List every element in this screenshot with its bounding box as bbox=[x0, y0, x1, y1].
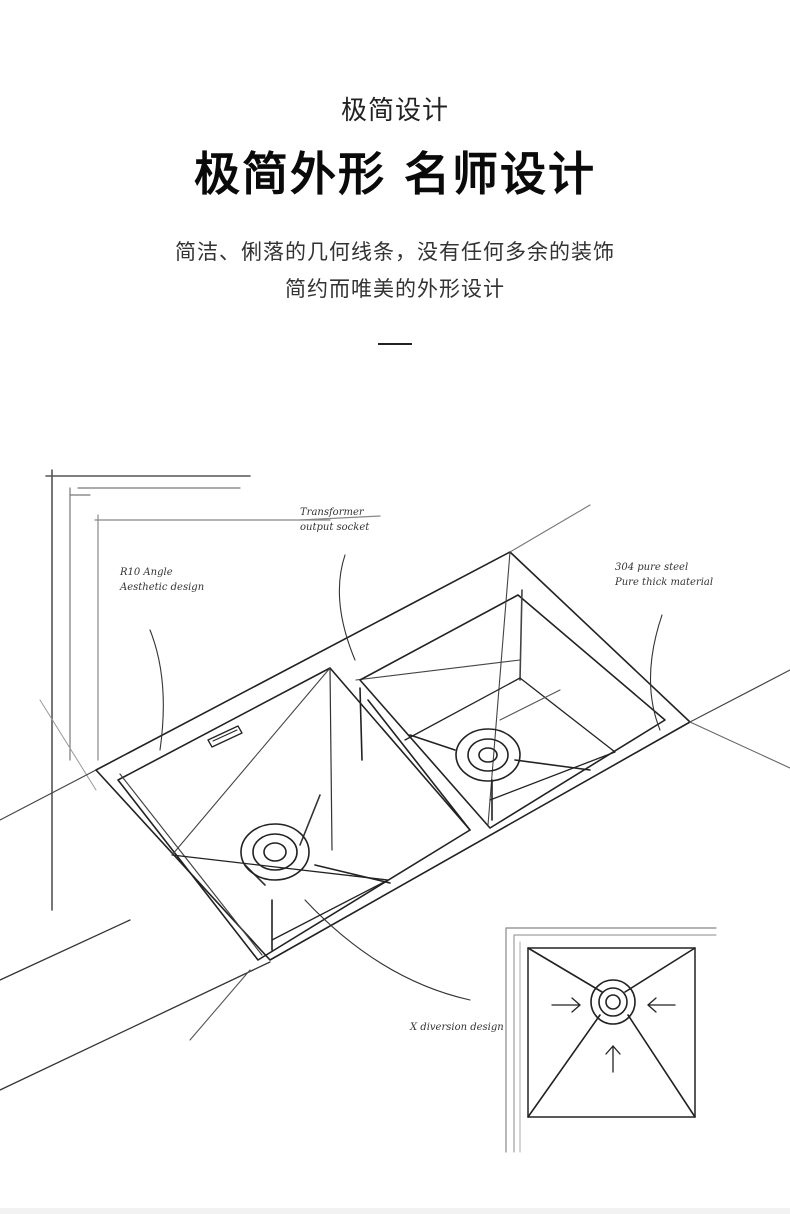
sink-sketch-illustration: R10 Angle Aesthetic design Transformer o… bbox=[0, 469, 790, 1153]
description-line-2: 简约而唯美的外形设计 bbox=[285, 277, 505, 301]
annotation-angle: R10 Angle bbox=[119, 567, 173, 578]
footer-band bbox=[0, 1208, 790, 1214]
annotation-diversion: X diversion design bbox=[409, 1022, 504, 1033]
section-kicker: 极简设计 bbox=[340, 96, 449, 126]
title-divider bbox=[378, 343, 412, 345]
annotation-steel: 304 pure steel bbox=[615, 562, 688, 573]
section-headline: 极简外形 名师设计 bbox=[193, 147, 596, 201]
annotation-material: Pure thick material bbox=[614, 577, 713, 588]
annotation-socket: output socket bbox=[300, 522, 370, 533]
annotation-transformer: Transformer bbox=[300, 507, 365, 518]
description-line-1: 简洁、俐落的几何线条，没有任何多余的装饰 bbox=[175, 240, 615, 264]
annotation-aesthetic: Aesthetic design bbox=[119, 582, 204, 593]
